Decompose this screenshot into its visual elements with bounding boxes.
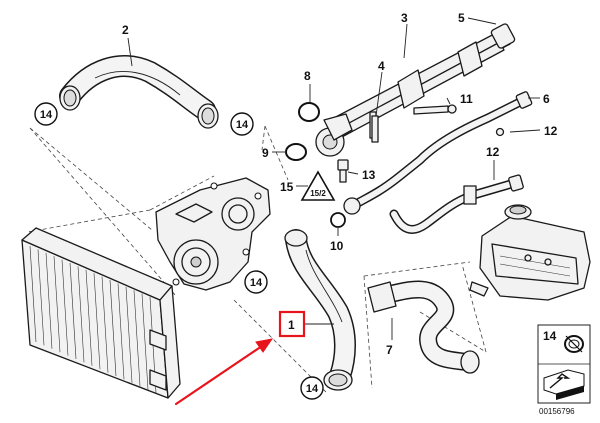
red-arrow — [174, 338, 274, 406]
warning-label-15 — [300, 170, 336, 201]
part-number-5: 5 — [458, 11, 465, 25]
radiator-fin — [61, 259, 69, 356]
radiator-fin — [53, 256, 61, 353]
part-number-2: 2 — [122, 23, 129, 37]
part-number-3: 3 — [401, 11, 408, 25]
clamp-badge-left-label: 14 — [40, 109, 53, 121]
catalog-number: 00156796 — [539, 407, 575, 416]
coolant-rail — [315, 23, 516, 157]
radiator-fin — [101, 276, 109, 373]
radiator-fin — [69, 262, 77, 360]
radiator-fin — [77, 266, 85, 363]
seal-10 — [330, 212, 346, 228]
radiator-fin — [29, 245, 37, 343]
hose-clamp-icon — [564, 335, 584, 353]
clamp-badge-left: 14 — [34, 102, 58, 126]
sensor-13 — [337, 159, 349, 183]
leader-lines — [127, 17, 541, 340]
construction-lines — [27, 125, 487, 393]
o-ring-9 — [285, 143, 307, 161]
radiator-fin — [109, 279, 117, 377]
part-number-8: 8 — [304, 69, 311, 83]
radiator-fin — [37, 249, 45, 346]
clamp-badge-middle: 14 — [244, 270, 268, 294]
part-number-10: 10 — [330, 239, 344, 253]
clamp-badges: 14 14 14 14 — [34, 102, 324, 400]
radiator-fin — [45, 252, 53, 349]
hose-7 — [367, 280, 480, 374]
radiator-fin — [141, 293, 149, 390]
clamp-badge-lower-label: 14 — [306, 383, 319, 395]
catalog-arrow-icon — [543, 369, 585, 400]
warning-label-text: 15/2 — [310, 189, 326, 198]
part-number-labels: 2 3 4 5 6 7 8 9 10 11 12 12 13 15 15/2 — [122, 11, 558, 357]
part-number-7: 7 — [386, 343, 393, 357]
part-number-12b: 12 — [486, 145, 500, 159]
part-number-15: 15 — [280, 180, 294, 194]
clamp-badge-middle-label: 14 — [250, 277, 263, 289]
clamp-badge-upper-label: 14 — [236, 119, 249, 131]
metal-pipe — [343, 91, 533, 234]
part-number-11: 11 — [460, 92, 473, 106]
radiator-fin — [85, 269, 93, 366]
bolt-4 — [371, 115, 379, 143]
water-pump — [155, 177, 271, 291]
small-parts — [285, 102, 379, 228]
part-number-1: 1 — [288, 318, 295, 332]
clamp-badge-lower: 14 — [300, 376, 324, 400]
inset-label: 14 — [543, 329, 557, 343]
part-number-6: 6 — [543, 92, 550, 106]
part-number-12a: 12 — [544, 124, 558, 138]
hose-1 — [284, 229, 356, 391]
radiator-fin — [93, 273, 101, 370]
radiator-fin — [125, 286, 133, 383]
radiator-fin — [117, 283, 125, 380]
part-number-4: 4 — [378, 59, 385, 73]
radiator-fin — [133, 290, 141, 387]
clamp-inset: 14 — [537, 324, 591, 404]
part-number-9: 9 — [262, 146, 269, 160]
o-ring-8 — [298, 102, 320, 122]
highlight-box — [278, 310, 306, 338]
part-number-13: 13 — [362, 168, 376, 182]
radiator-fins — [29, 245, 157, 394]
hose-2 — [59, 55, 219, 129]
clamp-badge-upper: 14 — [230, 112, 254, 136]
highlight-part-1: 1 — [174, 310, 306, 406]
radiator — [21, 227, 181, 399]
expansion-tank — [469, 204, 591, 301]
